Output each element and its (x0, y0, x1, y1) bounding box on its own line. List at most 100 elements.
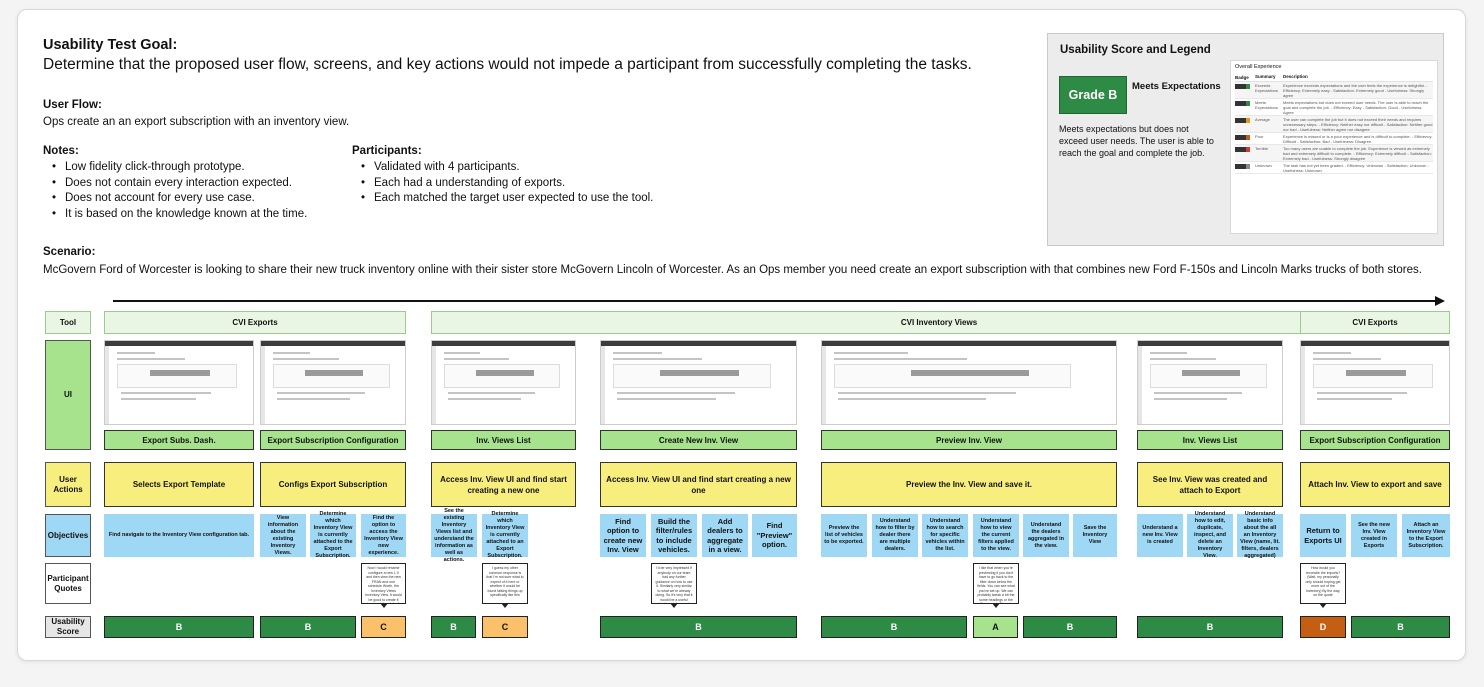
screen-name: Export Subscription Configuration (260, 430, 406, 450)
participants-list: Validated with 4 participants. Each had … (361, 160, 653, 207)
legend-description: Meets expectations but does not exceed u… (1283, 100, 1429, 115)
objective: Preview the list of vehicles to be expor… (821, 514, 867, 557)
scenario-text: McGovern Ford of Worcester is looking to… (43, 264, 1422, 276)
user-flow-text: Ops create an an export subscription wit… (43, 116, 350, 128)
legend-summary: Poor (1255, 134, 1264, 139)
grade-badge: Grade B (1059, 76, 1127, 114)
participants-item: Each had a understanding of exports. (361, 176, 653, 192)
user-action: Selects Export Template (104, 462, 254, 507)
participant-quote: I guess my other common response is that… (482, 563, 528, 604)
participants-item: Each matched the target user expected to… (361, 191, 653, 207)
ui-screenshot-thumbnail (600, 340, 797, 425)
legend-row: Poor Experience is missed or is a poor ex… (1235, 133, 1433, 145)
usability-score-badge: D (1300, 616, 1346, 638)
screen-name: Inv. Views List (431, 430, 576, 450)
legend-badge-icon (1235, 162, 1255, 173)
quote-tail-icon (992, 603, 1000, 608)
usability-score-badge: B (1137, 616, 1283, 638)
legend-title: Usability Score and Legend (1060, 44, 1211, 56)
participant-quote: Now I would rename configure a new 1.0 a… (361, 563, 406, 604)
objective: Understand how to search for specific ve… (922, 514, 968, 557)
objective: Attach an Inventory View to the Export S… (1402, 514, 1450, 557)
objective: Find the option to access the Inventory … (361, 514, 406, 557)
legend-panel: Usability Score and Legend Grade B Meets… (1047, 33, 1444, 246)
row-label-usability-score: Usability Score (45, 616, 91, 638)
objective: Understand the dealers aggregated in the… (1023, 514, 1069, 557)
legend-row: Average The user can complete the job but… (1235, 116, 1433, 133)
usability-score-badge: B (1023, 616, 1117, 638)
objective: Determine which Inventory View is curren… (482, 511, 528, 559)
quote-tail-icon (501, 603, 509, 608)
objective: Return to Exports UI (1300, 514, 1346, 557)
legend-badge-icon (1235, 145, 1255, 161)
ui-screenshot-thumbnail (431, 340, 576, 425)
flow-arrow-head-icon (1435, 296, 1445, 306)
usability-score-badge: C (361, 616, 406, 638)
objective: Understand a new Inv. View is created (1137, 514, 1183, 557)
objective: Understand how to view the current filte… (973, 514, 1019, 557)
user-action: Access Inv. View UI and find start creat… (600, 462, 797, 507)
row-label-user-actions: User Actions (45, 462, 91, 507)
screen-name: Export Subs. Dash. (104, 430, 254, 450)
participant-quote: How would you reconcile the imports? (Wa… (1300, 563, 1346, 604)
legend-description: Experience exceeds expectations and the … (1283, 83, 1428, 98)
objective: Find option to create new Inv. View (600, 514, 646, 557)
notes-item: Does not account for every use case. (52, 191, 307, 207)
notes-item: Low fidelity click-through prototype. (52, 160, 307, 176)
objective: See the new Inv. View created in Exports (1351, 514, 1397, 557)
screen-name: Export Subscription Configuration (1300, 430, 1450, 450)
legend-summary: Terrible (1255, 146, 1269, 151)
legend-rows: Exceeds Expectations Experience exceeds e… (1235, 82, 1433, 174)
legend-header-summary: Summary (1255, 74, 1276, 79)
usability-score-badge: B (1351, 616, 1450, 638)
scenario-heading: Scenario: (43, 246, 96, 258)
participant-quote: I like that when you're previewing it yo… (973, 563, 1019, 604)
quote-tail-icon (379, 603, 388, 608)
goal-text: Determine that the proposed user flow, s… (43, 56, 972, 73)
legend-row: Exceeds Expectations Experience exceeds e… (1235, 82, 1433, 99)
legend-summary: Exceeds Expectations (1255, 83, 1278, 93)
grade-description: Meets expectations but does not exceed u… (1059, 124, 1214, 158)
usability-score-badge: B (821, 616, 967, 638)
user-flow-heading: User Flow: (43, 99, 102, 111)
objective: Save the Inventory View (1073, 514, 1117, 557)
user-action: Access Inv. View UI and find start creat… (431, 462, 576, 507)
objective: Determine which Inventory View is curren… (310, 511, 356, 559)
participant-quote: I'd be very impressed if anybody on our … (651, 563, 697, 604)
objective: View information about the existing Inve… (260, 514, 306, 557)
quote-tail-icon (1319, 603, 1327, 608)
legend-description: The user can complete the job but it doe… (1283, 117, 1433, 132)
user-action: Attach Inv. View to export and save (1300, 462, 1450, 507)
notes-item: It is based on the knowledge known at th… (52, 207, 307, 223)
objective: Build the filter/rules to include vehicl… (651, 514, 697, 557)
legend-description: Too many users are unable to complete th… (1283, 146, 1432, 161)
ui-screenshot-thumbnail (1300, 340, 1450, 425)
notes-heading: Notes: (43, 145, 79, 157)
legend-header-description: Description (1283, 74, 1308, 79)
objective: Understand how to edit, duplicate, inspe… (1187, 511, 1233, 559)
user-action: Configs Export Subscription (260, 462, 406, 507)
user-action: Preview the Inv. View and save it. (821, 462, 1117, 507)
ui-screenshot-thumbnail (260, 340, 406, 425)
flow-arrow-line (113, 300, 1438, 302)
legend-summary: Average (1255, 117, 1270, 122)
participants-item: Validated with 4 participants. (361, 160, 653, 176)
legend-row: Terrible Too many users are unable to com… (1235, 145, 1433, 162)
ui-screenshot-thumbnail (104, 340, 254, 425)
usability-score-badge: B (104, 616, 254, 638)
legend-description: Experience is missed or is a poor experi… (1283, 134, 1433, 144)
usability-score-badge: B (431, 616, 476, 638)
tool-label: CVI Exports (104, 311, 406, 334)
overall-experience-title: Overall Experience (1235, 64, 1282, 70)
legend-badge-icon (1235, 116, 1255, 132)
notes-list: Low fidelity click-through prototype. Do… (52, 160, 307, 222)
screen-name: Create New Inv. View (600, 430, 797, 450)
objective: Understand basic info about the all an I… (1237, 511, 1283, 559)
objective: Find "Preview" option. (752, 514, 797, 557)
objective: Find navigate to the Inventory View conf… (104, 514, 254, 557)
row-label-objectives: Objectives (45, 514, 91, 557)
legend-badge-icon (1235, 133, 1255, 144)
objective: Understand how to filter by dealer there… (872, 514, 918, 557)
